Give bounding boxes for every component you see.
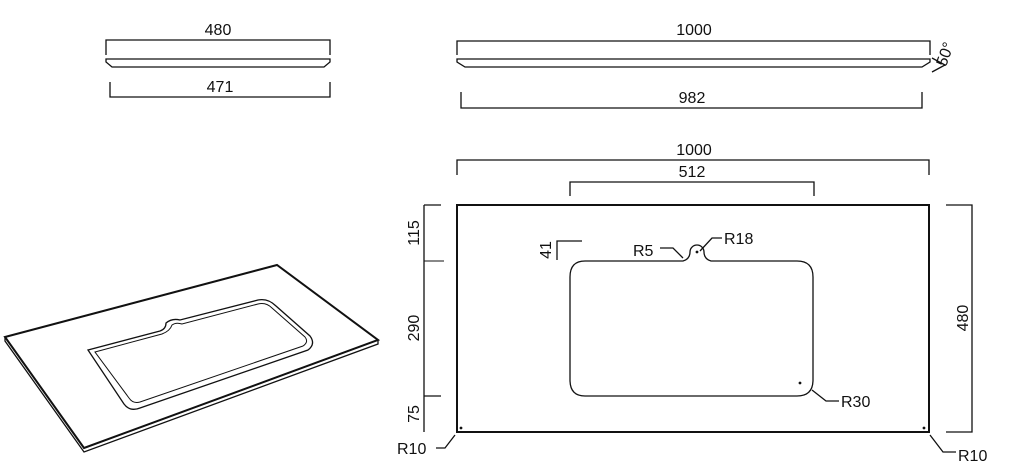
dim-label-512: 512 bbox=[679, 164, 706, 181]
dim-line-471 bbox=[109, 82, 331, 98]
dim-line-480 bbox=[105, 39, 331, 55]
dim-label-1000-top: 1000 bbox=[676, 22, 712, 39]
dim-label-290: 290 bbox=[406, 315, 423, 342]
leader-r5 bbox=[660, 247, 684, 259]
dim-label-471: 471 bbox=[207, 79, 234, 96]
dim-label-480: 480 bbox=[205, 22, 232, 39]
dim-label-480-plan: 480 bbox=[955, 305, 972, 332]
front-profile: 1000 50° 982 bbox=[456, 22, 958, 109]
label-r10-right: R10 bbox=[958, 448, 987, 465]
dim-label-41: 41 bbox=[538, 241, 555, 259]
dim-line-512 bbox=[569, 181, 815, 196]
leader-r30 bbox=[811, 389, 839, 402]
leader-r18 bbox=[699, 237, 722, 252]
basin-corner-dot bbox=[798, 381, 802, 385]
side-profile: 480 471 bbox=[105, 22, 331, 98]
side-profile-shape bbox=[105, 58, 331, 68]
corner-dot-right bbox=[922, 426, 926, 430]
label-r10-left: R10 bbox=[397, 441, 426, 458]
dim-line-982 bbox=[460, 92, 923, 109]
basin-plan-outline bbox=[569, 244, 814, 397]
countertop-plan-outline bbox=[456, 204, 930, 433]
dim-label-75: 75 bbox=[406, 405, 423, 423]
leader-r10-right bbox=[929, 434, 956, 453]
label-r30: R30 bbox=[841, 394, 870, 411]
dim-label-115: 115 bbox=[406, 220, 423, 246]
dim-label-982: 982 bbox=[679, 90, 706, 107]
leader-r10-left bbox=[436, 434, 456, 449]
dim-line-1000-plan bbox=[456, 159, 930, 175]
perspective-view bbox=[3, 263, 381, 453]
bevel-angle-marker bbox=[931, 57, 947, 73]
front-profile-shape bbox=[456, 58, 931, 68]
bevel-angle-label: 50° bbox=[934, 40, 958, 69]
basin-inner-outline bbox=[94, 303, 308, 403]
label-r5: R5 bbox=[633, 243, 654, 260]
dim-label-1000-plan: 1000 bbox=[676, 142, 712, 159]
dim-line-480-plan bbox=[946, 204, 973, 433]
plan-view: 1000 512 480 115 290 75 41 R5 R18 bbox=[397, 142, 987, 465]
dim-line-1000-top bbox=[456, 40, 931, 55]
corner-dot-left bbox=[459, 426, 463, 430]
label-r18: R18 bbox=[724, 231, 753, 248]
overflow-center-dot bbox=[695, 250, 699, 254]
countertop-thickness bbox=[4, 337, 379, 453]
dim-line-41 bbox=[556, 240, 582, 260]
basin-outline bbox=[86, 298, 314, 410]
